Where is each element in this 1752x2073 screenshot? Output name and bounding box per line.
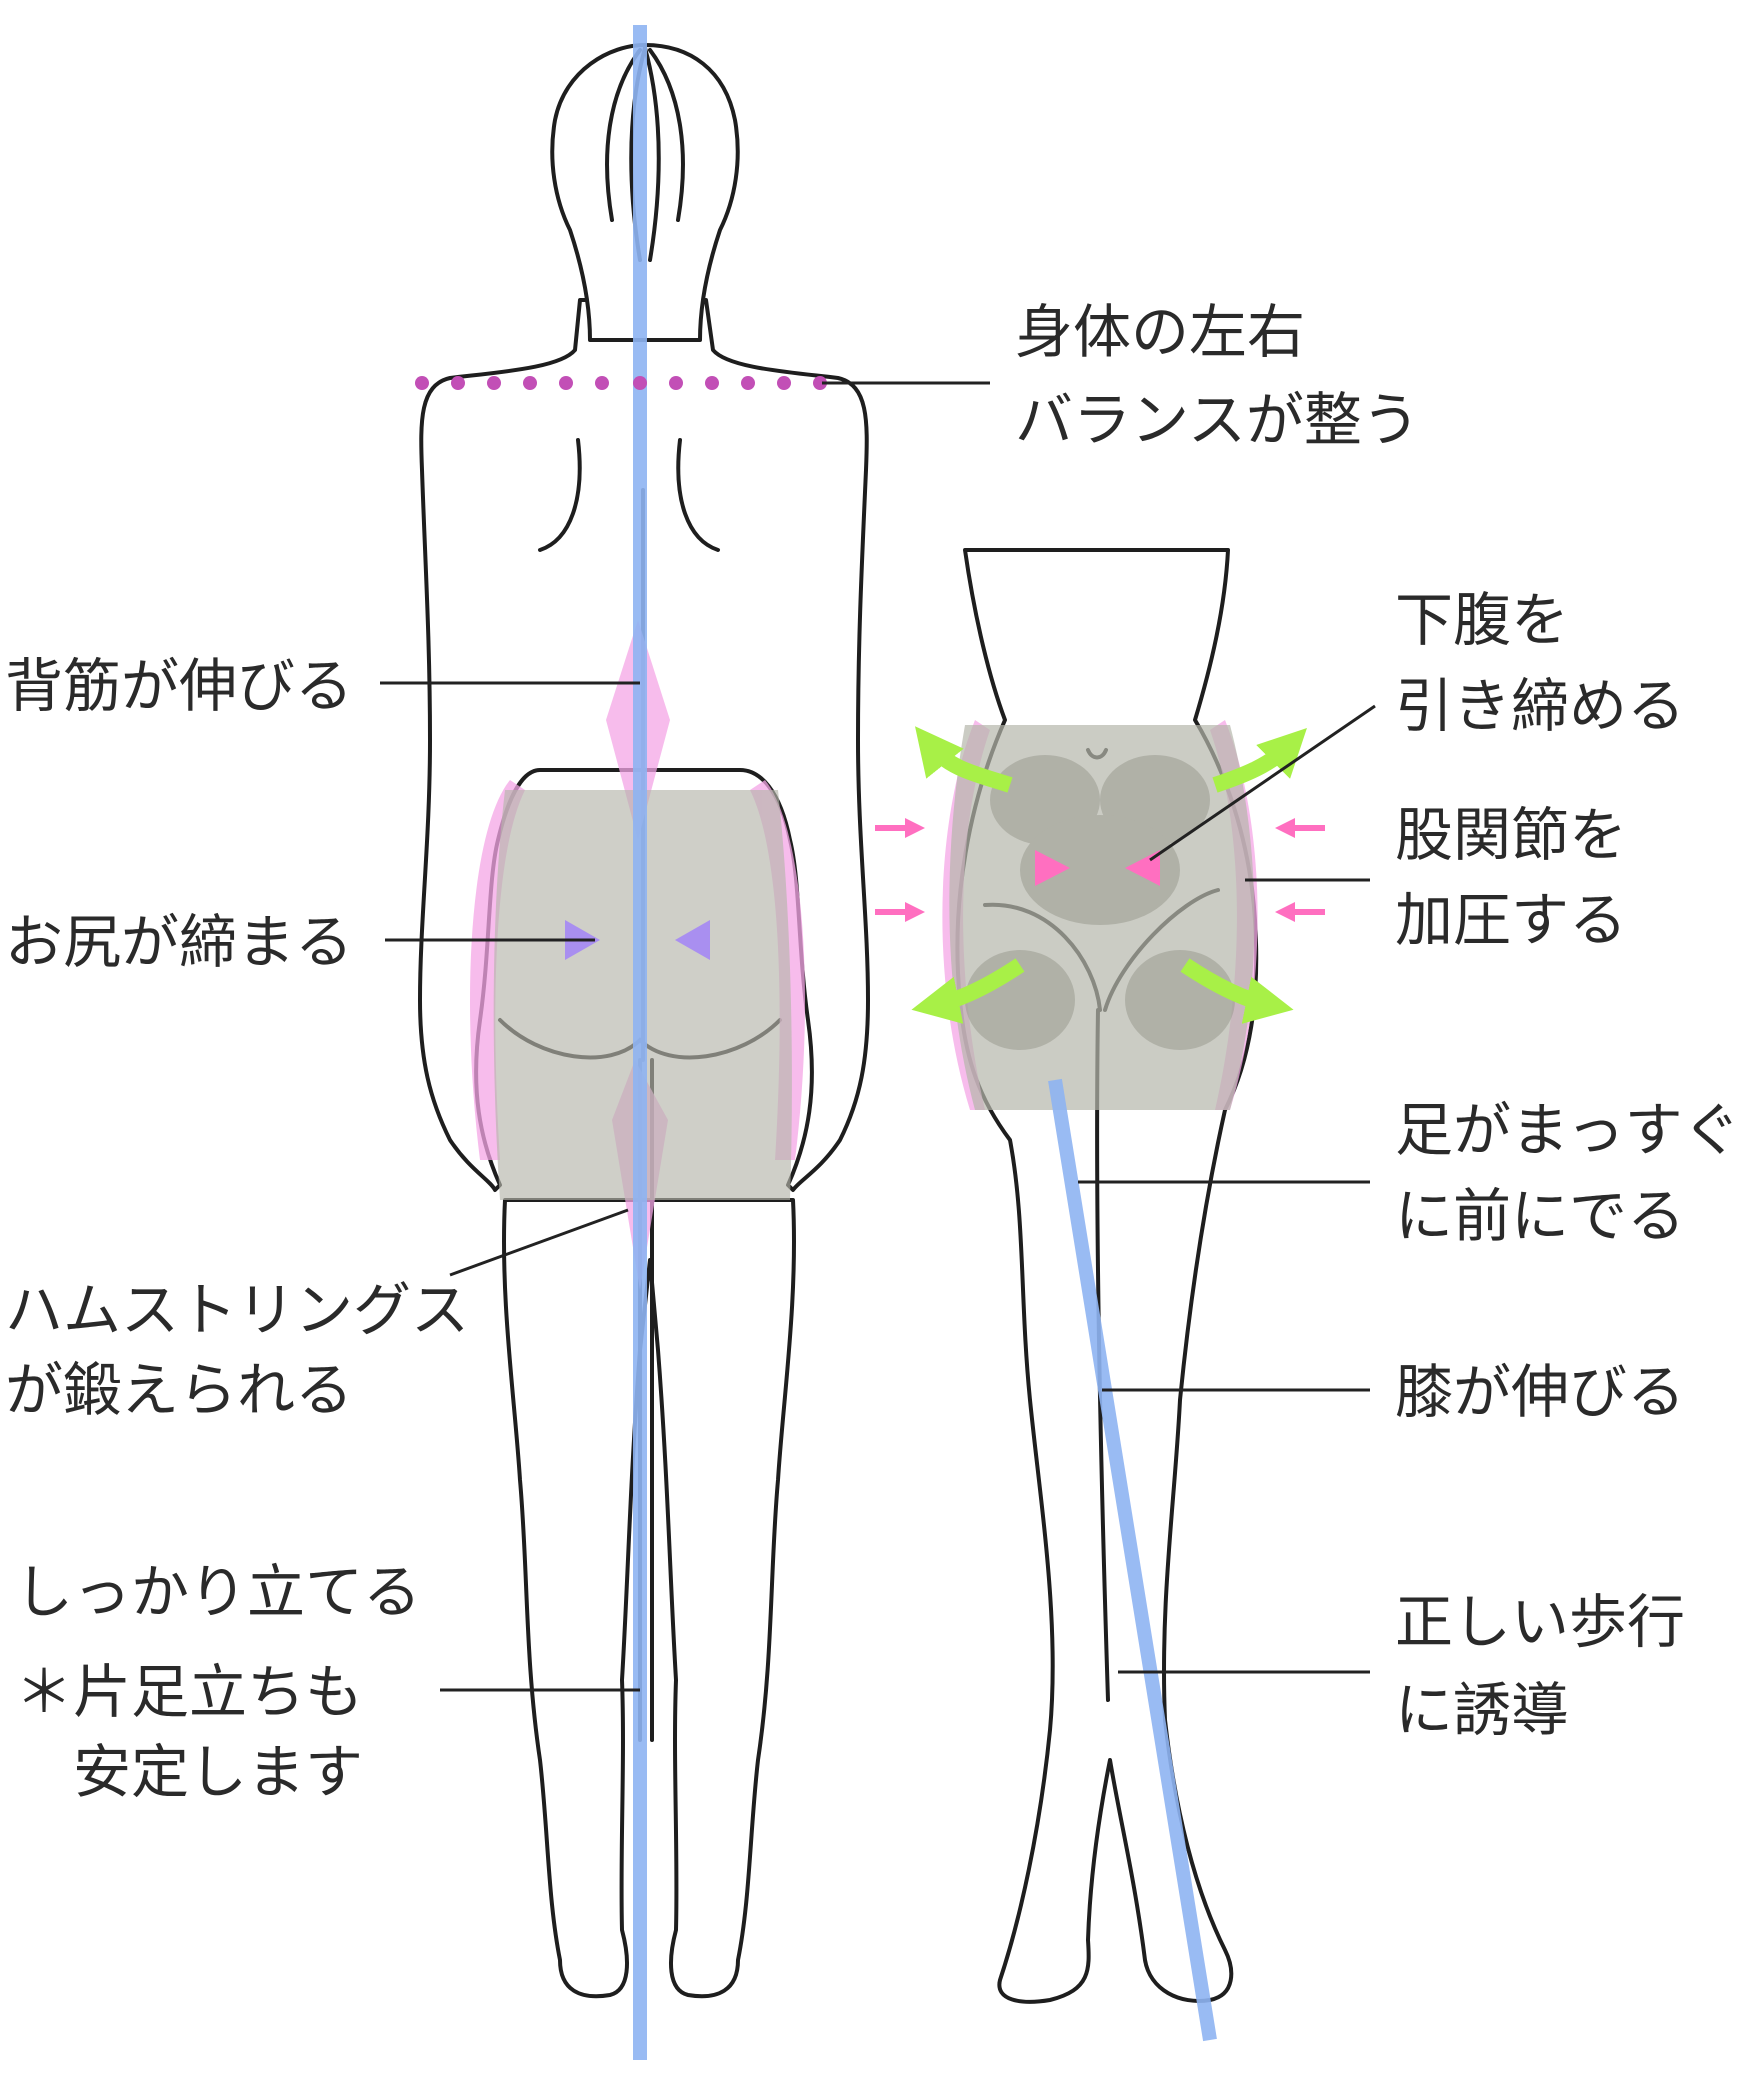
back-legs <box>502 1198 796 1999</box>
shoulder-dots <box>415 376 827 390</box>
svg-text:お尻が締まる: お尻が締まる <box>5 908 353 976</box>
label-back: 背筋が伸びる <box>5 652 353 720</box>
svg-text:安定します: 安定します <box>15 1738 363 1806</box>
svg-text:足がまっすぐ: 足がまっすぐ <box>1395 1096 1741 1164</box>
label-knee: 膝が伸びる <box>1395 1358 1685 1426</box>
svg-text:引き締める: 引き締める <box>1395 672 1685 740</box>
curved-arrow-icon <box>914 726 1013 793</box>
arrow-right-icon <box>905 902 925 922</box>
svg-text:ハムストリングス: ハムストリングス <box>5 1276 469 1344</box>
arrow-right-icon <box>1035 850 1070 886</box>
label-stand: しっかり立てる ＊片足立ちも 安定します <box>15 1558 421 1806</box>
label-hamstring: ハムストリングス が鍛えられる <box>5 1276 469 1424</box>
svg-text:背筋が伸びる: 背筋が伸びる <box>5 652 353 720</box>
front-leg-axis <box>1048 1078 1217 2042</box>
svg-text:身体の左右: 身体の左右 <box>1015 298 1305 366</box>
svg-text:正しい歩行: 正しい歩行 <box>1395 1588 1685 1656</box>
svg-text:股関節を: 股関節を <box>1395 801 1627 869</box>
arrow-left-icon <box>675 920 710 960</box>
svg-text:バランスが整う: バランスが整う <box>1015 386 1420 454</box>
arrow-right-icon <box>905 818 925 838</box>
arrow-left-icon <box>1275 902 1295 922</box>
expansion-arrows <box>911 726 1307 1024</box>
label-balance: 身体の左右 バランスが整う <box>1015 298 1420 454</box>
svg-text:に前にでる: に前にでる <box>1395 1182 1685 1250</box>
svg-text:が鍛えられる: が鍛えられる <box>5 1356 353 1424</box>
label-abdomen: 下腹を 引き締める <box>1395 586 1685 740</box>
curved-arrow-icon <box>911 958 1025 1024</box>
svg-text:下腹を: 下腹を <box>1395 586 1569 654</box>
svg-text:に誘導: に誘導 <box>1395 1676 1569 1744</box>
arrow-left-icon <box>1275 818 1295 838</box>
curved-arrow-icon <box>1180 958 1294 1024</box>
curved-arrow-icon <box>1212 728 1307 793</box>
leader-lines <box>380 381 1376 1692</box>
label-feet: 足がまっすぐ に前にでる <box>1395 1096 1741 1250</box>
label-hip: お尻が締まる <box>5 908 353 976</box>
svg-text:加圧する: 加圧する <box>1395 886 1627 954</box>
svg-text:膝が伸びる: 膝が伸びる <box>1395 1358 1685 1426</box>
svg-text:しっかり立てる: しっかり立てる <box>15 1558 421 1626</box>
svg-text:＊片足立ちも: ＊片足立ちも <box>15 1658 363 1726</box>
label-walk: 正しい歩行 に誘導 <box>1395 1588 1685 1744</box>
label-joint: 股関節を 加圧する <box>1395 801 1627 954</box>
